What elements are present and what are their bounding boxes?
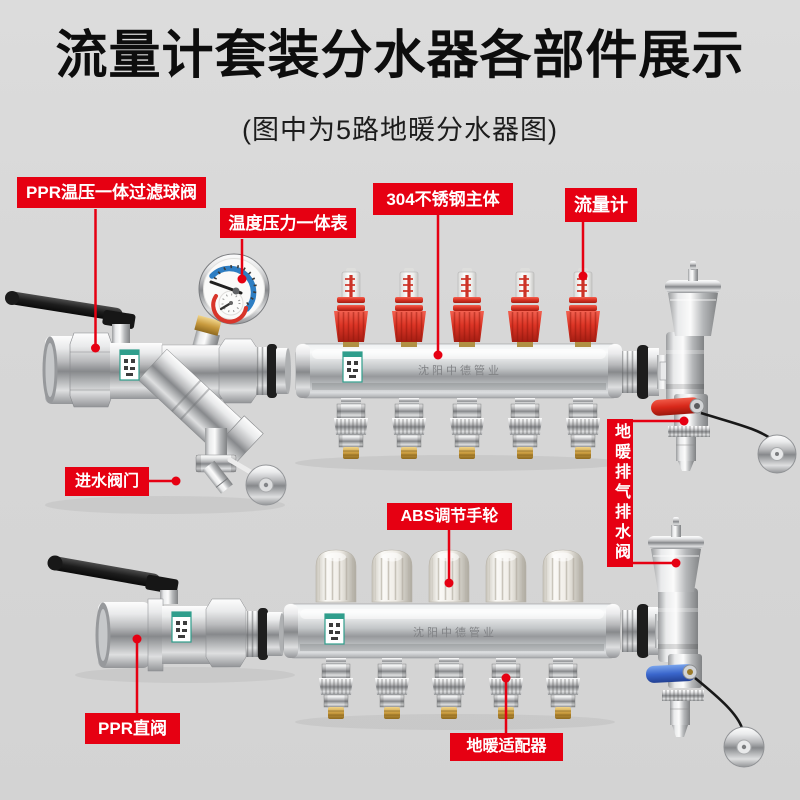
ball-valve-handle	[5, 291, 136, 346]
brand-engraving: 沈阳中德管业	[413, 625, 497, 639]
valve-body	[42, 332, 291, 408]
callout-temp-pressure-gauge: 温度压力一体表	[220, 208, 356, 238]
callout-abs-handwheel: ABS调节手轮	[387, 503, 512, 530]
page-title: 流量计套装分水器各部件展示	[55, 27, 745, 85]
brand-engraving: 沈阳中德管业	[418, 363, 502, 377]
vent-drain-valve-bottom	[622, 517, 765, 768]
drain-valve	[195, 428, 287, 506]
ppr-straight-valve-assembly	[47, 555, 285, 672]
callout-stainless-body: 304不锈钢主体	[373, 183, 513, 215]
callout-floor-heating-adapter: 地暖适配器	[450, 733, 563, 761]
red-valve-handle	[651, 397, 701, 416]
callout-ppr-straight-valve: PPR直阀	[85, 713, 180, 744]
vent-drain-valve-top	[622, 261, 797, 474]
soft-shadows	[45, 455, 625, 730]
qr-sticker	[171, 611, 192, 643]
outlet-adapters	[318, 657, 581, 720]
callout-inlet-valve: 进水阀门	[65, 467, 149, 496]
outlet-adapters	[333, 397, 601, 460]
callout-ppr-filter-ball-valve: PPR温压一体过滤球阀	[17, 177, 206, 208]
flow-meter-manifold: 沈阳中德管业	[295, 267, 623, 460]
temperature-pressure-gauge	[198, 253, 270, 325]
flow-meters	[333, 267, 601, 348]
qr-sticker	[119, 349, 140, 381]
cap-lanyard	[700, 411, 775, 443]
callout-lines	[91, 209, 689, 733]
qr-sticker	[342, 351, 363, 383]
qr-sticker	[324, 613, 345, 645]
page-subtitle: (图中为5路地暖分水器图)	[242, 115, 558, 145]
handwheel-manifold: 沈阳中德管业	[283, 549, 621, 720]
callout-flow-meter: 流量计	[565, 188, 637, 222]
ppr-filter-valve-assembly	[5, 253, 291, 506]
ball-valve-handle	[47, 555, 179, 604]
cap-lanyard	[694, 676, 744, 729]
callout-vent-drain-valve: 地暖排气排水阀	[607, 419, 633, 567]
